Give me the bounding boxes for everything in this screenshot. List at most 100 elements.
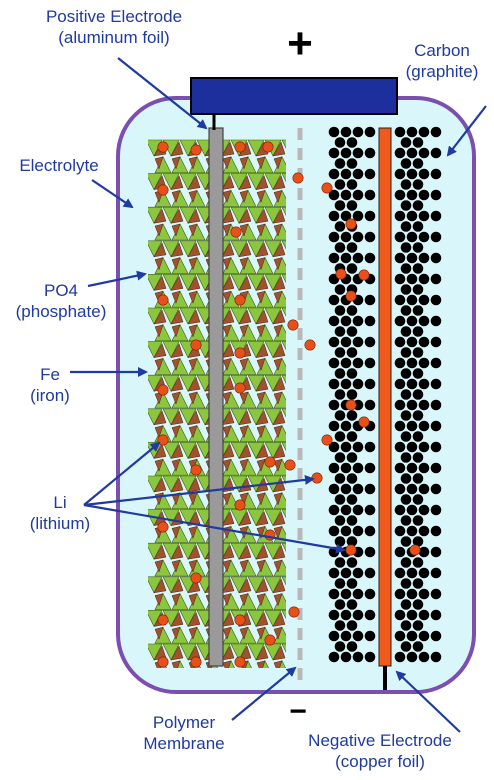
iron-octahedron: [221, 242, 235, 258]
phosphate-tetrahedron: [162, 206, 180, 224]
carbon-atom: [334, 242, 346, 253]
carbon-atom: [412, 200, 424, 211]
iron-octahedron: [222, 626, 232, 640]
carbon-atom: [346, 410, 358, 421]
phosphate-tetrahedron: [281, 576, 286, 586]
iron-octahedron: [255, 410, 269, 426]
carbon-atom: [418, 294, 430, 306]
carbon-atom: [406, 252, 418, 264]
carbon-atom: [346, 200, 358, 211]
carbon-atom: [412, 620, 424, 631]
iron-octahedron: [171, 593, 181, 607]
carbon-atom: [400, 200, 412, 211]
carbon-atom: [346, 326, 358, 337]
iron-octahedron: [273, 324, 283, 338]
phosphate-tetrahedron: [230, 274, 248, 292]
carbon-atom: [394, 357, 406, 369]
phosphate-tetrahedron: [247, 442, 265, 460]
carbon-atom: [430, 483, 442, 495]
carbon-atom: [400, 158, 412, 169]
carbon-atom: [418, 525, 430, 537]
carbon-atom: [412, 473, 424, 484]
iron-octahedron: [154, 257, 164, 271]
iron-octahedron: [255, 544, 269, 560]
phosphate-tetrahedron: [230, 643, 248, 661]
carbon-atom: [364, 651, 376, 663]
lithium-ion: [157, 294, 169, 306]
carbon-atom: [346, 515, 358, 526]
carbon-atom: [406, 420, 418, 432]
iron-octahedron: [256, 559, 266, 573]
carbon-atom: [412, 389, 424, 400]
phosphate-tetrahedron: [230, 307, 248, 325]
iron-octahedron: [170, 275, 184, 291]
iron-octahedron: [239, 559, 249, 573]
phosphate-tetrahedron: [148, 542, 163, 560]
iron-octahedron: [255, 611, 269, 627]
iron-octahedron: [273, 391, 283, 405]
phosphate-tetrahedron: [148, 408, 163, 426]
carbon-atom: [328, 168, 340, 180]
iron-octahedron: [272, 611, 286, 627]
lithium-ion: [190, 144, 202, 156]
phosphate-tetrahedron: [162, 475, 180, 493]
iron-octahedron: [239, 626, 249, 640]
phosphate-tetrahedron: [162, 374, 180, 392]
carbon-atom: [400, 473, 412, 484]
iron-octahedron: [187, 174, 201, 190]
membrane-title: Polymer: [152, 713, 216, 732]
iron-octahedron: [272, 578, 286, 594]
carbon-atom: [328, 399, 340, 411]
iron-octahedron: [255, 376, 269, 392]
carbon-atom: [418, 420, 430, 432]
carbon-atom: [340, 336, 352, 348]
carbon-atom: [334, 515, 346, 526]
carbon-atom: [346, 347, 358, 358]
carbon-atom: [328, 189, 340, 201]
negative-electrode-title: Negative Electrode: [308, 731, 452, 750]
iron-octahedron: [255, 342, 269, 358]
phosphate-tetrahedron: [179, 408, 197, 426]
iron-octahedron: [238, 477, 252, 493]
iron-octahedron: [170, 477, 184, 493]
carbon-atom: [352, 567, 364, 579]
carbon-atom: [430, 294, 442, 306]
annotation-arrows: [70, 57, 487, 733]
lithium-ion: [264, 634, 276, 646]
lithium-ion: [230, 226, 242, 238]
iron-octahedron: [238, 410, 252, 426]
iron-octahedron: [256, 156, 266, 170]
lithium-ions: [284, 172, 421, 618]
iron-octahedron: [239, 391, 249, 405]
carbon-atom: [328, 462, 340, 474]
phosphate-tetrahedron: [247, 408, 265, 426]
iron-octahedron: [256, 593, 266, 607]
lithium-ion: [311, 472, 323, 484]
iron-octahedron: [256, 526, 266, 540]
phosphate-tetrahedron: [247, 274, 265, 292]
phosphate-tetrahedron: [162, 408, 180, 426]
carbon-atom: [394, 441, 406, 453]
iron-octahedron: [171, 526, 181, 540]
carbon-atom: [430, 630, 442, 642]
carbon-atom: [412, 284, 424, 295]
iron-octahedron: [154, 626, 164, 640]
carbon-atom: [418, 168, 430, 180]
carbon-atom: [430, 126, 442, 138]
iron-octahedron: [255, 510, 269, 526]
phosphate-tetrahedron: [179, 173, 197, 191]
carbon-atom: [430, 525, 442, 537]
iron-octahedron: [170, 141, 184, 157]
iron-octahedron: [188, 358, 198, 372]
phosphate-tetrahedron: [179, 240, 197, 258]
lithium-ion: [335, 268, 347, 280]
phosphate-tetrahedron: [281, 173, 286, 183]
iron-octahedron: [154, 559, 164, 573]
iron-octahedron: [222, 425, 232, 439]
phosphate-tetrahedron: [247, 643, 265, 661]
arrow-carbon: [446, 105, 487, 157]
phosphate-tetrahedron: [162, 274, 180, 292]
positive-electrode-title: Positive Electrode: [45, 7, 183, 26]
carbon-atom: [352, 462, 364, 474]
carbon-atom: [394, 525, 406, 537]
